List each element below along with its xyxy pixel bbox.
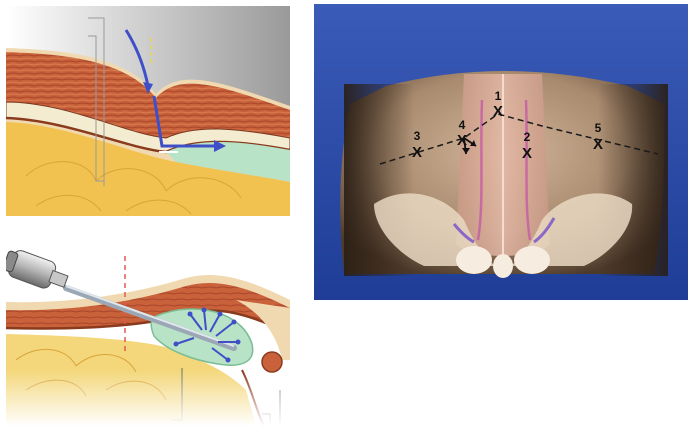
port-site-3-label: 3 — [414, 129, 421, 143]
bottom-fade — [6, 370, 290, 426]
abdominal-wall-illustration — [6, 6, 290, 216]
abdomen-render-panel: 1 X 2 X 3 X 4 X 5 X — [314, 4, 688, 300]
abdominal-wall-cross-section-panel — [6, 6, 290, 216]
needle-insertion-illustration — [6, 250, 290, 426]
cord-structure — [262, 352, 282, 372]
port-site-2-x: X — [522, 145, 532, 162]
port-site-4-x: X — [457, 132, 467, 149]
port-site-3-x: X — [412, 144, 422, 161]
abdomen-illustration: 1 X 2 X 3 X 4 X 5 X — [314, 4, 688, 300]
port-site-4-label: 4 — [459, 118, 466, 132]
port-site-1-label: 1 — [495, 89, 502, 103]
port-site-2-label: 2 — [524, 130, 531, 144]
needle-insertion-panel — [6, 250, 290, 426]
port-site-5-x: X — [593, 136, 603, 153]
port-site-5-label: 5 — [595, 121, 602, 135]
port-site-1-x: X — [493, 103, 503, 120]
